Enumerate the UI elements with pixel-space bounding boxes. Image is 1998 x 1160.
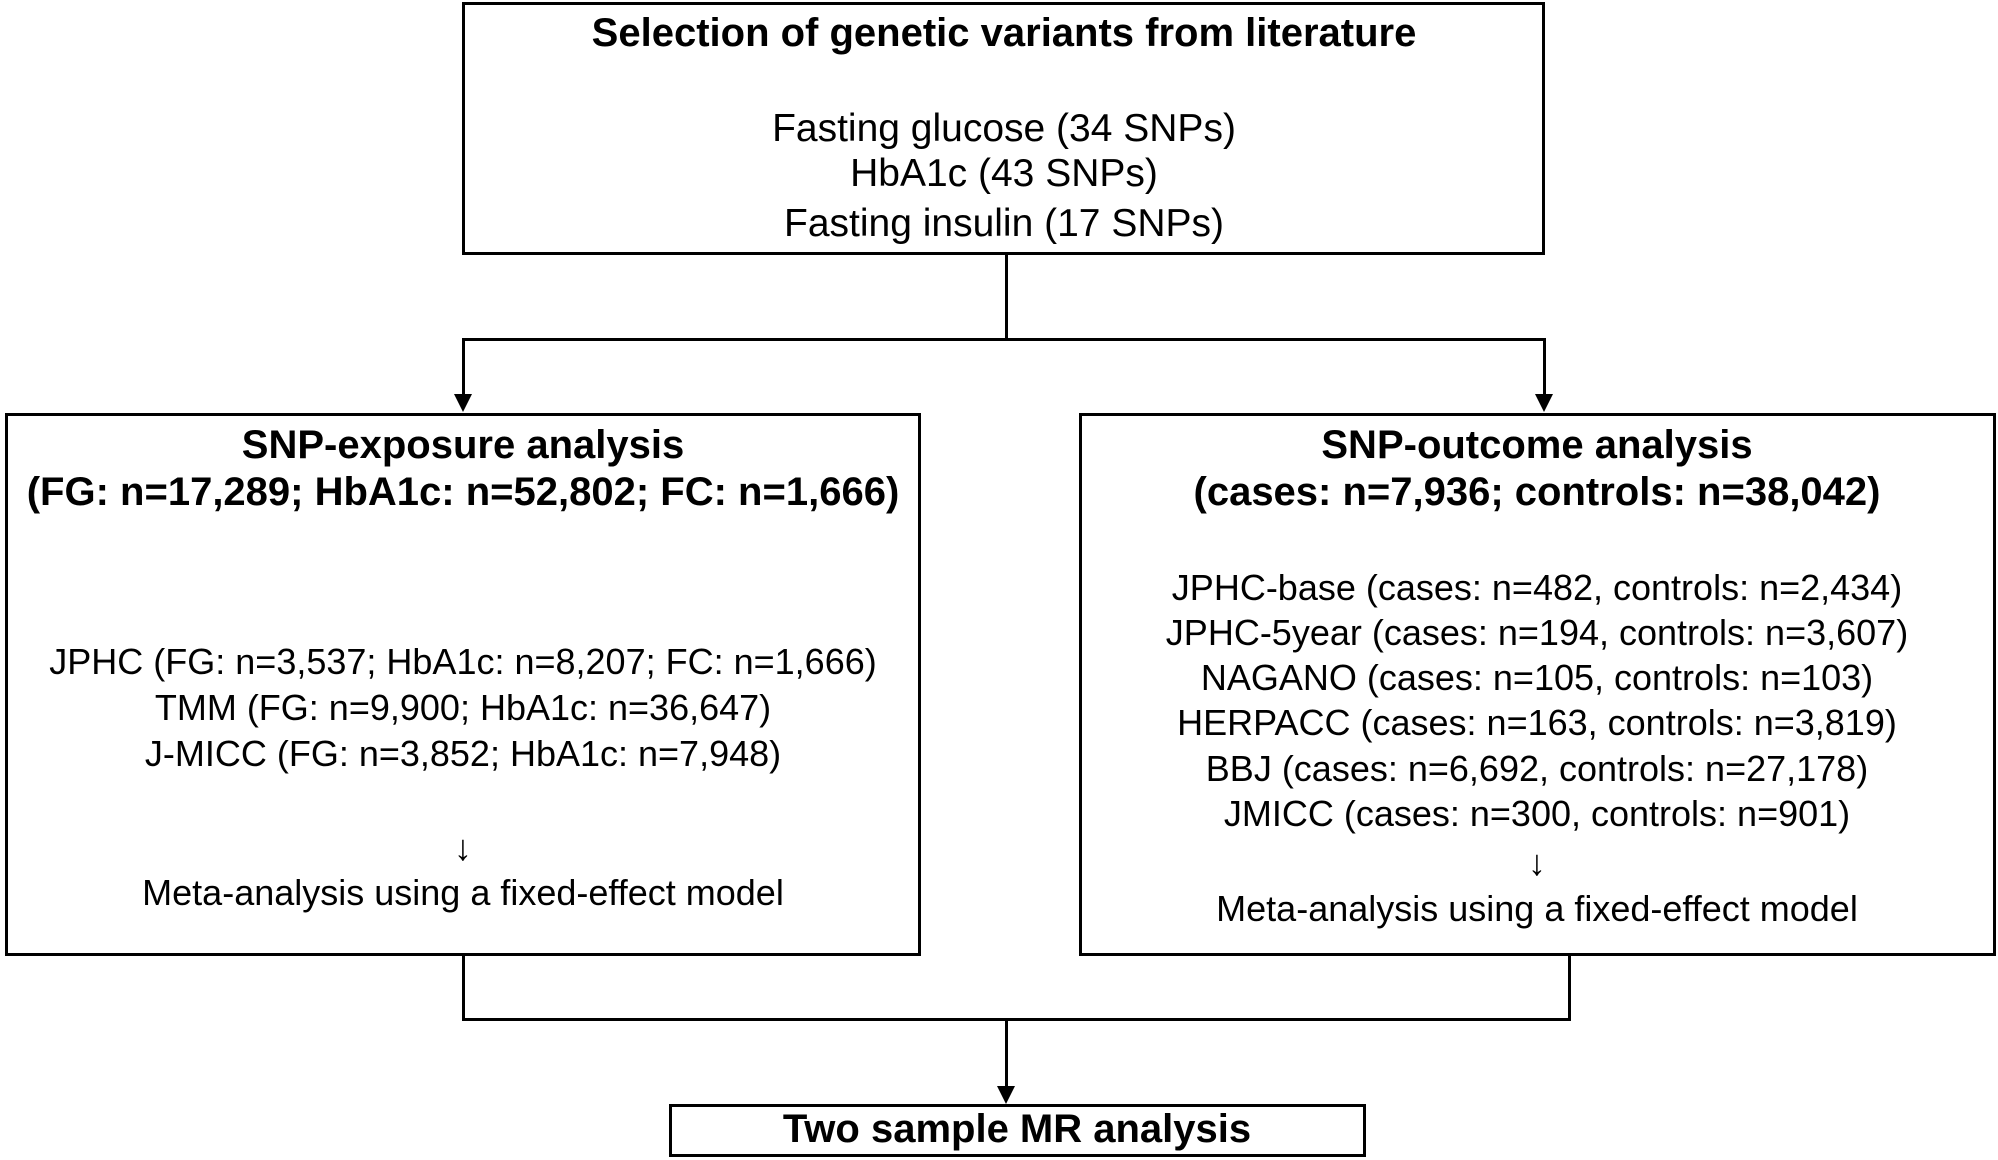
outcome-meta-analysis: Meta-analysis using a fixed-effect model [1216,888,1858,929]
outcome-cohort-jphc-base: JPHC-base (cases: n=482, controls: n=2,4… [1171,567,1903,608]
exposure-box [5,413,921,956]
outcome-box [1079,413,1996,956]
exposure-down-arrow: ↓ [454,827,472,868]
connector-exposure-bottom [462,955,465,1020]
final-box [669,1104,1366,1157]
exposure-cohort-jmicc: J-MICC (FG: n=3,852; HbA1c: n=7,948) [144,733,782,774]
selection-item-hba1c: HbA1c (43 SNPs) [850,152,1158,195]
outcome-cohort-jmicc: JMICC (cases: n=300, controls: n=901) [1223,793,1851,834]
connector-left-down [462,338,465,396]
connector-outcome-bottom [1568,955,1571,1020]
exposure-subtitle: (FG: n=17,289; HbA1c: n=52,802; FC: n=1,… [26,470,900,514]
outcome-cohort-bbj: BBJ (cases: n=6,692, controls: n=27,178) [1205,748,1869,789]
outcome-cohort-jphc-5year: JPHC-5year (cases: n=194, controls: n=3,… [1165,612,1909,653]
outcome-cohort-nagano: NAGANO (cases: n=105, controls: n=103) [1200,657,1874,698]
arrowhead-final [997,1086,1015,1104]
arrowhead-exposure [454,394,472,412]
connector-bottom-horizontal [462,1018,1571,1021]
outcome-title: SNP-outcome analysis [1321,423,1753,467]
exposure-cohort-tmm: TMM (FG: n=9,900; HbA1c: n=36,647) [154,687,772,728]
exposure-title: SNP-exposure analysis [241,423,685,467]
selection-item-fasting-insulin: Fasting insulin (17 SNPs) [783,202,1225,245]
selection-box [462,2,1545,255]
arrowhead-outcome [1535,394,1553,412]
outcome-cohort-herpacc: HERPACC (cases: n=163, controls: n=3,819… [1177,702,1897,743]
exposure-cohort-jphc: JPHC (FG: n=3,537; HbA1c: n=8,207; FC: n… [49,641,877,682]
selection-item-fasting-glucose: Fasting glucose (34 SNPs) [772,107,1236,150]
final-title: Two sample MR analysis [782,1107,1252,1151]
outcome-down-arrow: ↓ [1528,842,1546,883]
outcome-subtitle: (cases: n=7,936; controls: n=38,042) [1193,470,1881,514]
connector-right-down [1543,338,1546,396]
connector-top-vertical [1005,255,1008,340]
exposure-meta-analysis: Meta-analysis using a fixed-effect model [142,872,784,913]
selection-title: Selection of genetic variants from liter… [591,11,1417,55]
connector-final-down [1005,1018,1008,1098]
connector-top-horizontal [462,338,1546,341]
